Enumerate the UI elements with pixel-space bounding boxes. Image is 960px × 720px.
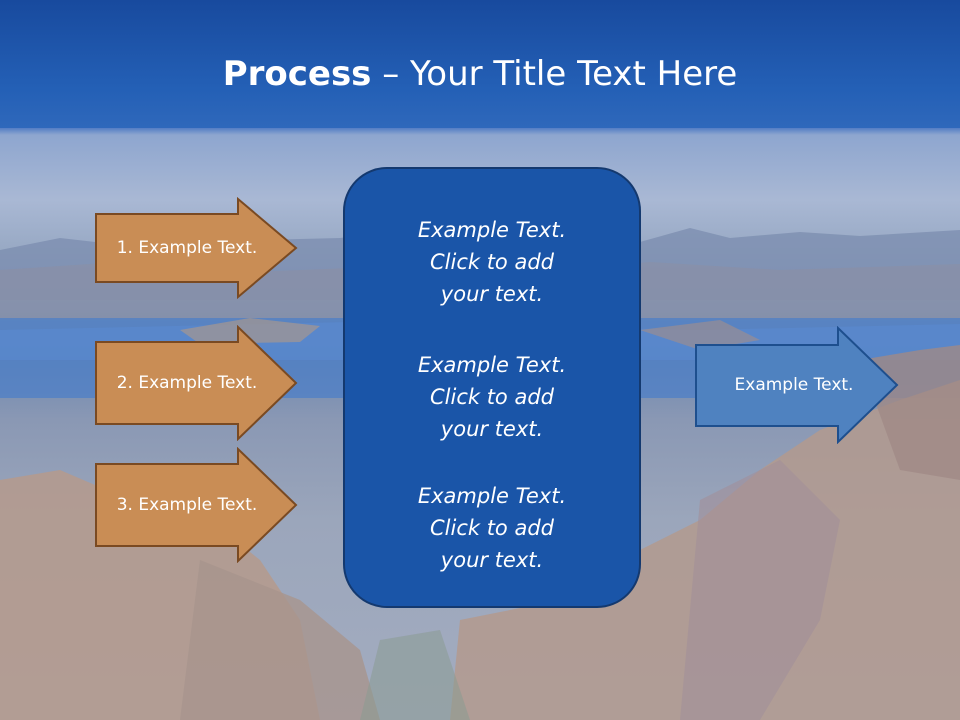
arrow-shape <box>695 326 899 444</box>
center-process-box[interactable]: Example Text. Click to add your text. Ex… <box>343 167 641 608</box>
arrow-shape <box>95 197 298 299</box>
input-arrow-2[interactable]: 2. Example Text. <box>94 325 299 441</box>
slide-title[interactable]: Process – Your Title Text Here <box>0 52 960 96</box>
center-text-1[interactable]: Example Text. Click to add your text. <box>417 218 567 306</box>
arrow-shape <box>95 325 298 441</box>
arrow-shape <box>95 447 298 563</box>
header-band <box>0 0 960 128</box>
input-arrow-label: 2. Example Text. <box>116 373 258 393</box>
title-rest: – Your Title Text Here <box>371 54 738 94</box>
center-text-3[interactable]: Example Text. Click to add your text. <box>417 484 567 572</box>
output-arrow-label: Example Text. <box>734 375 854 395</box>
output-arrow[interactable]: Example Text. <box>694 326 900 444</box>
input-arrow-label: 3. Example Text. <box>116 495 258 515</box>
input-arrow-1[interactable]: 1. Example Text. <box>94 197 299 299</box>
title-bold: Process <box>222 54 372 94</box>
input-arrow-3[interactable]: 3. Example Text. <box>94 447 299 563</box>
center-text-2[interactable]: Example Text. Click to add your text. <box>417 353 567 441</box>
input-arrow-label: 1. Example Text. <box>116 238 258 258</box>
